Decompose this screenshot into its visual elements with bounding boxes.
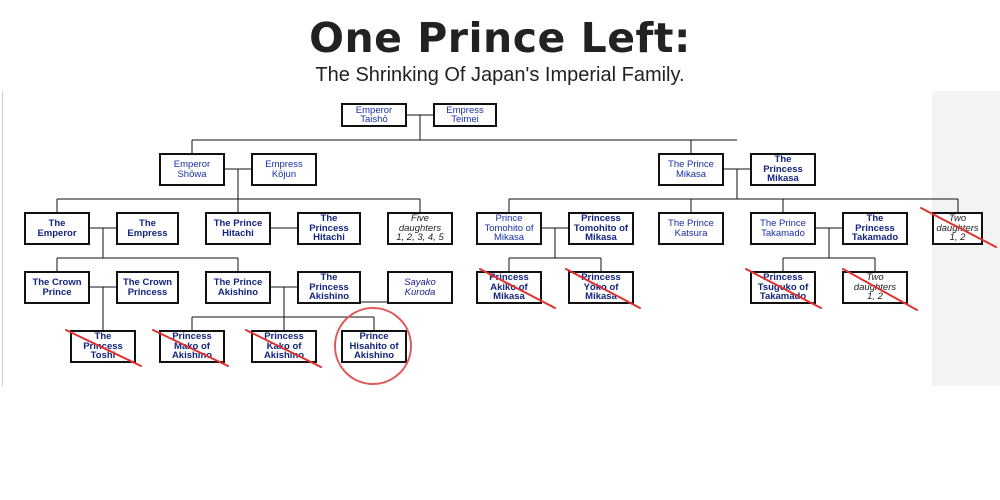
page-subtitle: The Shrinking Of Japan's Imperial Family… [315,64,685,86]
node-princess-kako[interactable]: Princess Kako of Akishino [251,330,317,363]
node-prince-hitachi[interactable]: The Prince Hitachi [205,212,271,245]
node-emperor-taisho[interactable]: Emperor Taishō [341,103,407,127]
node-two-daughters-bottom[interactable]: Two daughters 1, 2 [842,271,908,304]
node-princess-takamado[interactable]: The Princess Takamado [842,212,908,245]
node-empress-kojun[interactable]: Empress Kōjun [251,153,317,186]
highlight-circle [334,307,412,385]
node-prince-takamado[interactable]: The Prince Takamado [750,212,816,245]
node-princess-akiko[interactable]: Princess Akiko of Mikasa [476,271,542,304]
node-prince-akishino[interactable]: The Prince Akishino [205,271,271,304]
node-prince-katsura[interactable]: The Prince Katsura [658,212,724,245]
node-the-empress[interactable]: The Empress [116,212,179,245]
node-sayako-kuroda[interactable]: Sayako Kuroda [387,271,453,304]
node-two-daughters-top[interactable]: Two daughters 1, 2 [932,212,983,245]
node-crown-princess[interactable]: The Crown Princess [116,271,179,304]
node-princess-akishino[interactable]: The Princess Akishino [297,271,361,304]
node-prince-mikasa[interactable]: The Prince Mikasa [658,153,724,186]
node-princess-toshi[interactable]: The Princess Toshi [70,330,136,363]
node-prince-tomohito[interactable]: Prince Tomohito of Mikasa [476,212,542,245]
node-empress-teimei[interactable]: Empress Teimei [433,103,497,127]
node-princess-tomohito[interactable]: Princess Tomohito of Mikasa [568,212,634,245]
node-princess-mako[interactable]: Princess Mako of Akishino [159,330,225,363]
node-crown-prince[interactable]: The Crown Prince [24,271,90,304]
page-title: One Prince Left: [309,14,691,62]
node-princess-yoko[interactable]: Princess Yōko of Mikasa [568,271,634,304]
node-princess-hitachi[interactable]: The Princess Hitachi [297,212,361,245]
node-emperor-showa[interactable]: Emperor Shōwa [159,153,225,186]
node-princess-mikasa[interactable]: The Princess Mikasa [750,153,816,186]
node-the-emperor[interactable]: The Emperor [24,212,90,245]
node-princess-tsuguko[interactable]: Princess Tsuguko of Takamado [750,271,816,304]
node-five-daughters[interactable]: Five daughters 1, 2, 3, 4, 5 [387,212,453,245]
